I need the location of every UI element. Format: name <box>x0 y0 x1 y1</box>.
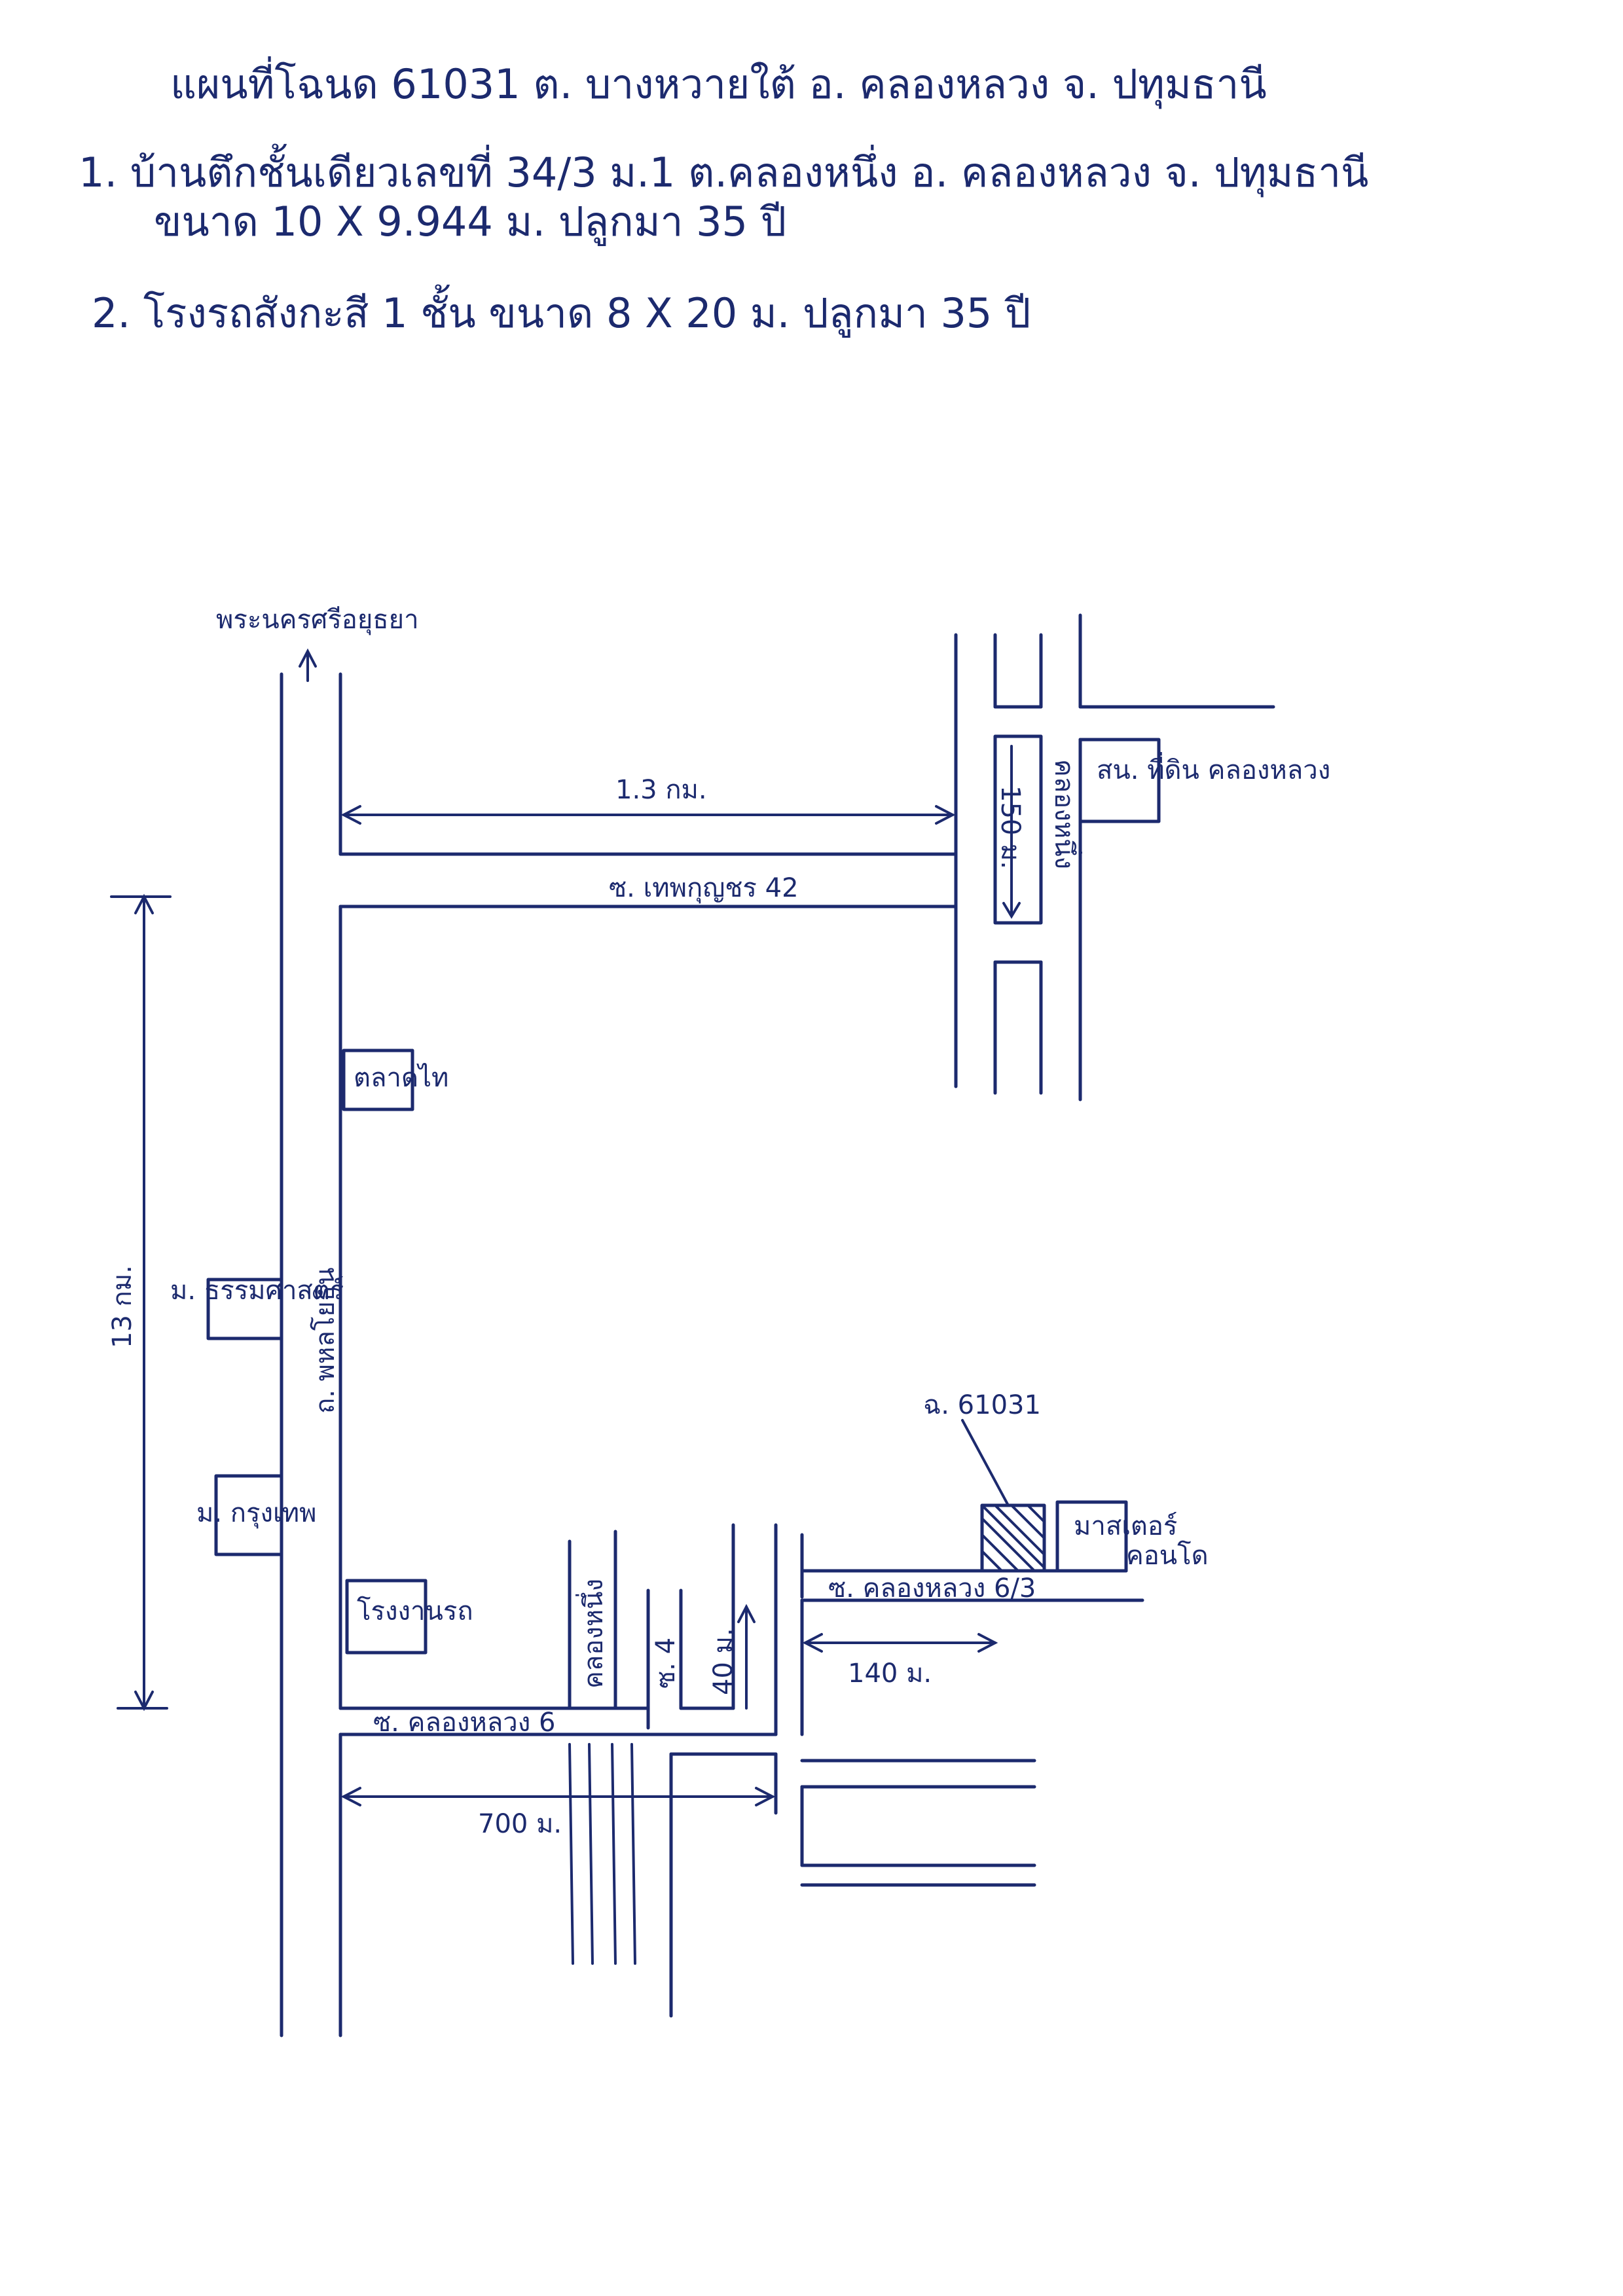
dim-13km-arrow-top <box>134 893 154 914</box>
landmark-store-box <box>1055 1500 1128 1573</box>
north-arrow-head <box>299 648 317 668</box>
dim-700m-arrow-left <box>340 1787 361 1806</box>
landmark-store-label-1: มาสเตอร์ <box>1074 1511 1177 1541</box>
dim-1-3km-arrow-left <box>340 805 361 825</box>
dim-40m-arrow <box>737 1604 756 1623</box>
header-line-1: แผนที่โฉนด 61031 ต. บางหวายใต้ อ. คลองหล… <box>170 56 1267 109</box>
dim-700m-label: 700 ม. <box>478 1809 562 1839</box>
plot-61031-hatch <box>981 1504 1046 1572</box>
plot-pointer-line <box>961 1419 1010 1507</box>
canal-line-4 <box>630 1743 636 1965</box>
dim-40m-label: 40 ม. <box>708 1628 739 1695</box>
road-42: ซ. เทพกุญชร 42 1.3 กม. <box>338 775 958 908</box>
header: แผนที่โฉนด 61031 ต. บางหวายใต้ อ. คลองหล… <box>79 56 1368 338</box>
soi-6-3-label: ซ. คลองหลวง 6/3 <box>828 1573 1036 1604</box>
landmark-factory-box <box>345 1579 428 1655</box>
main-road-label: ถ. พหลโยธิน <box>310 1267 340 1414</box>
main-road-landmarks: ตลาดไท ม. ธรรมศาสตร์ ม. กรุงเทพ โรงงานรถ <box>170 1049 473 1655</box>
dim-140m-label: 140 ม. <box>848 1659 932 1689</box>
landmark-univ-2-box <box>214 1474 283 1556</box>
dim-1-3km-arrow-right <box>935 805 956 825</box>
right-road-median-block <box>993 734 1043 925</box>
soi-4: ซ. 4 40 ม. <box>646 1523 778 1736</box>
plot-61031-label: ฉ. 61031 <box>923 1390 1041 1420</box>
soi-4-label: ซ. 4 <box>651 1638 681 1689</box>
landmark-market-label: ตลาดไท <box>354 1063 448 1093</box>
header-line-3: ขนาด 10 X 9.944 ม. ปลูกมา 35 ปี <box>154 198 786 246</box>
dim-13km-arrow-bottom <box>134 1691 154 1712</box>
canal-line-2 <box>588 1743 594 1965</box>
dim-1-3km-label: 1.3 กม. <box>615 775 707 805</box>
dim-700m-arrow-right <box>755 1787 776 1806</box>
header-line-4: 2. โรงรถสังกะสี 1 ชั้น ขนาด 8 X 20 ม. ปล… <box>92 284 1030 338</box>
landmark-univ-1-box <box>206 1278 283 1340</box>
top-right-roads: 150 ม. คลองหนึ่ง สน. ที่ดิน คลองหลวง <box>954 613 1330 1102</box>
soi-6-label: ซ. คลองหลวง 6 <box>373 1708 555 1738</box>
road-42-label: ซ. เทพกุญชร 42 <box>609 873 799 904</box>
dim-140m-arrow-left <box>802 1633 823 1653</box>
canal-1: คลองหนึ่ง <box>568 1530 636 1965</box>
landmark-land-office-label: สน. ที่ดิน คลองหลวง <box>1097 752 1330 785</box>
landmark-univ-2-label: ม. กรุงเทพ <box>196 1498 316 1529</box>
canal-line-3 <box>611 1743 617 1965</box>
dim-13km-label: 13 กม. <box>107 1265 137 1348</box>
dim-150m-label: 150 ม. <box>995 785 1025 869</box>
landmark-market-box <box>342 1049 414 1111</box>
canal-line-1 <box>568 1743 574 1965</box>
klong-1-side-label: คลองหนึ่ง <box>1049 759 1082 869</box>
header-line-2: 1. บ้านตึกชั้นเดียวเลขที่ 34/3 ม.1 ต.คลอ… <box>79 143 1368 197</box>
landmark-univ-1-label: ม. ธรรมศาสตร์ <box>170 1276 344 1306</box>
dim-140m-arrow-right <box>977 1633 998 1653</box>
landmark-factory-label: โรงงานรถ <box>357 1596 473 1626</box>
canal-1-label: คลองหนึ่ง <box>575 1579 609 1689</box>
soi-6: ซ. คลองหลวง 6 700 ม. <box>338 1706 778 2018</box>
soi-6-3-area: ซ. คลองหลวง 6/3 140 ม. ฉ. 61031 มาสเตอร์… <box>800 1390 1209 1887</box>
dim-150m-arrow <box>1002 902 1021 919</box>
north-road-label: พระนครศรีอยุธยา <box>216 605 419 636</box>
dim-13km: 13 กม. <box>107 893 172 1712</box>
landmark-land-office-box <box>1078 738 1161 823</box>
main-road: พระนครศรีอยุธยา ถ. พหลโยธิน <box>216 605 419 2037</box>
landmark-store-label-2: คอนโด <box>1126 1541 1209 1571</box>
